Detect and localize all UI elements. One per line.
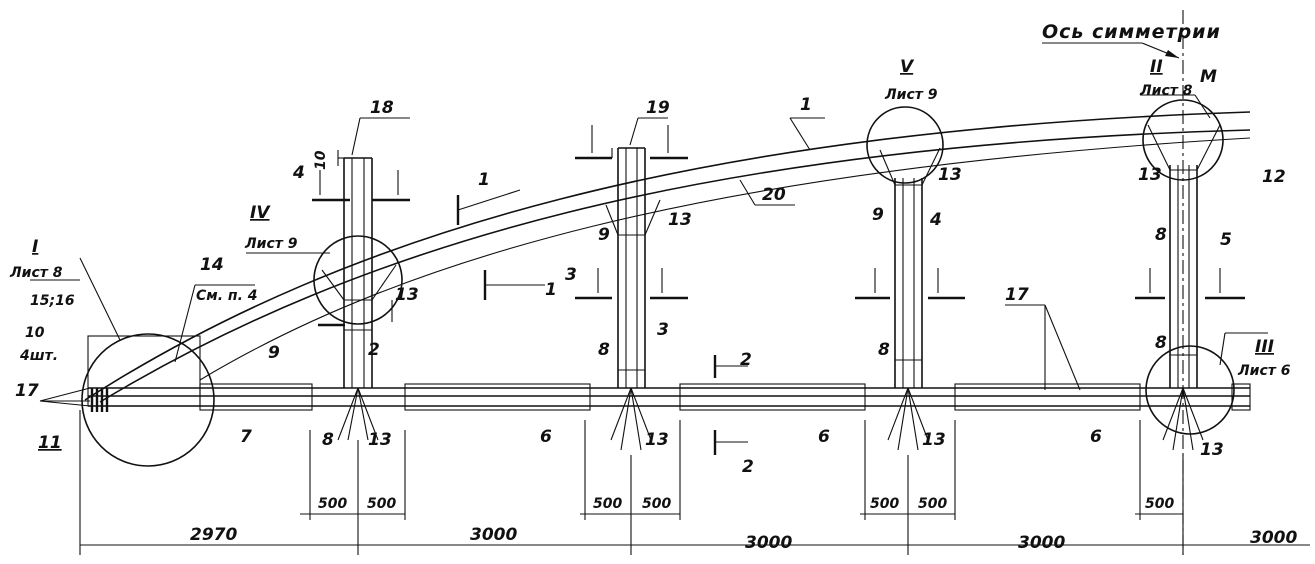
part-9b: 9 — [598, 225, 610, 245]
part-8d: 8 — [1155, 333, 1167, 353]
part-13h: 13 — [1200, 440, 1224, 460]
part-15-16: 15;16 — [30, 293, 75, 309]
callout-III-sheet: Лист 6 — [1237, 363, 1291, 379]
end-plate-right — [1231, 383, 1251, 411]
part-6a: 6 — [540, 427, 552, 447]
post-2 — [605, 147, 661, 451]
callout-V-sheet: Лист 9 — [884, 87, 938, 103]
callout-I-sheet: Лист 8 — [9, 265, 63, 281]
part-11: 11 — [38, 433, 62, 453]
callout-circle-III — [1145, 345, 1235, 435]
section-3: 3 — [565, 265, 577, 285]
span-1: 3000 — [470, 525, 517, 545]
splice-plate-6b — [679, 383, 866, 411]
part-17-left: 17 — [15, 381, 39, 401]
part-8a: 8 — [322, 430, 334, 450]
part-5: 5 — [1220, 230, 1232, 250]
part-8e: 8 — [1155, 225, 1167, 245]
callout-circle-IV — [313, 235, 403, 325]
part-1: 1 — [800, 95, 812, 115]
part-4: 4 — [929, 210, 942, 230]
callout-II-sheet: Лист 8 — [1139, 83, 1193, 99]
callout-I-num: I — [32, 237, 38, 257]
splice-plate-6a — [404, 383, 591, 411]
section-1-b: 1 — [545, 280, 557, 300]
part-3: 3 — [657, 320, 669, 340]
part-13c: 13 — [668, 210, 692, 230]
callout-V-num: V — [900, 57, 915, 77]
dimension-lines — [79, 410, 1310, 555]
dim-500-2: 500 — [367, 496, 396, 512]
part-8c: 8 — [878, 340, 890, 360]
section-4: 4 — [292, 163, 305, 183]
part-13e: 13 — [938, 165, 962, 185]
dim-500-3: 500 — [593, 496, 622, 512]
callout-III-num: III — [1255, 337, 1274, 357]
callout-IV-num: IV — [250, 203, 271, 223]
dim-500-6: 500 — [918, 496, 947, 512]
top-chord-upper — [84, 111, 1251, 401]
dim-500-7: 500 — [1145, 496, 1174, 512]
post-1 — [321, 157, 397, 441]
part-12: 12 — [1262, 167, 1286, 187]
callout-circle-V — [866, 106, 944, 184]
end-taper-top — [39, 387, 91, 402]
post-3 — [879, 147, 941, 451]
section-2-b: 2 — [742, 457, 754, 477]
mark-M: M — [1200, 67, 1217, 87]
part-13f: 13 — [922, 430, 946, 450]
part-10: 10 — [25, 325, 45, 341]
part-13a: 13 — [395, 285, 419, 305]
top-chord-inner — [199, 137, 1251, 381]
part-19: 19 — [646, 98, 670, 118]
part-9c: 9 — [872, 205, 884, 225]
dim-10: 10 — [313, 150, 329, 170]
note-14-num: 14 — [200, 255, 224, 275]
axis-label: Ось симметрии — [1042, 21, 1221, 43]
span-0: 2970 — [190, 525, 237, 545]
part-20: 20 — [762, 185, 786, 205]
section-marks — [312, 125, 1245, 455]
part-17: 17 — [1005, 285, 1029, 305]
dim-500-5: 500 — [870, 496, 899, 512]
leaders — [30, 94, 1268, 391]
part-8b: 8 — [598, 340, 610, 360]
part-7: 7 — [240, 427, 252, 447]
part-6b: 6 — [818, 427, 830, 447]
top-chord-lower — [99, 129, 1251, 403]
part-18: 18 — [370, 98, 394, 118]
part-13d: 13 — [645, 430, 669, 450]
part-2: 2 — [368, 340, 380, 360]
span-4: 3000 — [1250, 528, 1297, 548]
span-3: 3000 — [1018, 533, 1065, 553]
part-13b: 13 — [368, 430, 392, 450]
callout-circle-I — [81, 333, 215, 467]
span-2: 3000 — [745, 533, 792, 553]
section-2-a: 2 — [740, 350, 752, 370]
axis-arrowhead — [1165, 50, 1179, 58]
dim-500-4: 500 — [642, 496, 671, 512]
post-4 — [1147, 124, 1221, 451]
part-9a: 9 — [268, 343, 280, 363]
count-10: 4шт. — [19, 348, 58, 364]
part-13g: 13 — [1138, 165, 1162, 185]
callout-II-num: II — [1150, 57, 1163, 77]
callout-circle-II — [1142, 99, 1224, 181]
part-6c: 6 — [1090, 427, 1102, 447]
splice-plate-6c — [954, 383, 1141, 411]
note-14-text: См. п. 4 — [196, 288, 258, 304]
callout-IV-sheet: Лист 9 — [244, 236, 298, 252]
dim-500-1: 500 — [318, 496, 347, 512]
section-1-a: 1 — [478, 170, 490, 190]
